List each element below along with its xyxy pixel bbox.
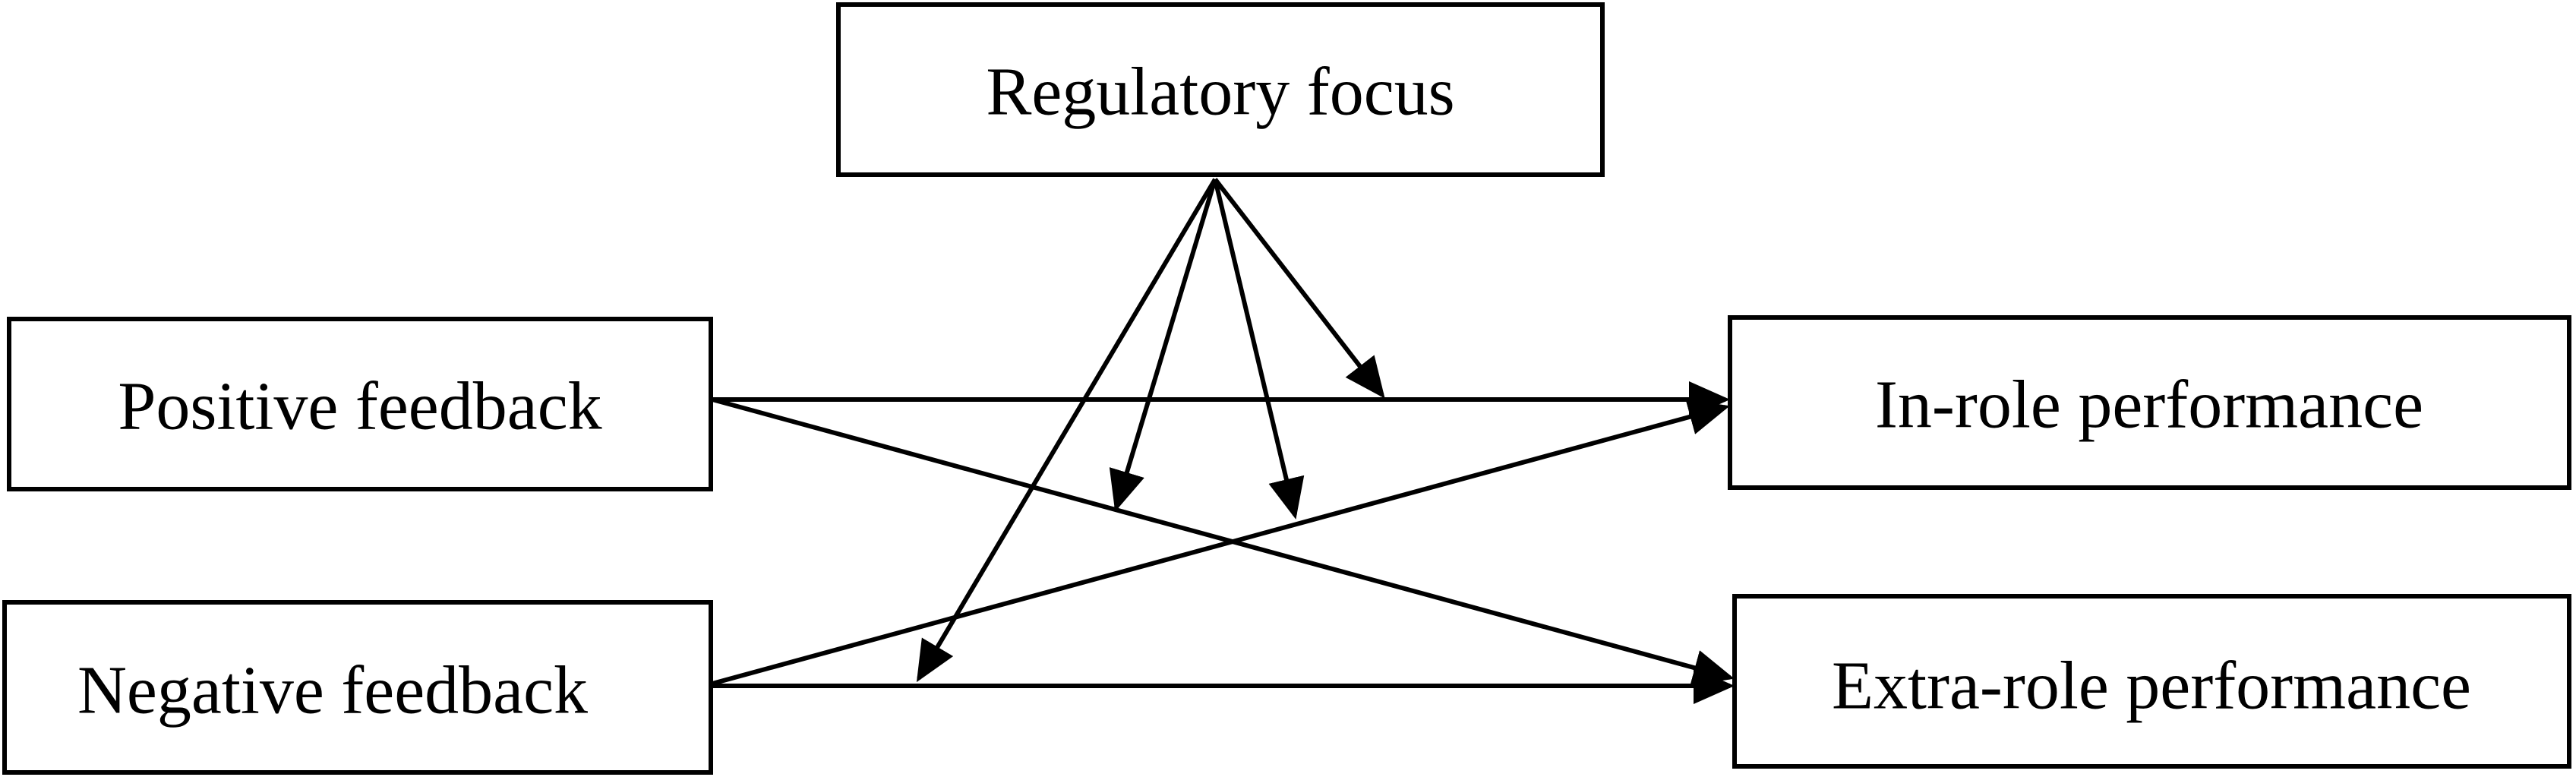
in-role-performance-label: In-role performance [1875, 368, 2423, 443]
in-role-performance-node: In-role performance [1728, 315, 2571, 490]
positive-feedback-label: Positive feedback [118, 369, 601, 444]
arrow-negative-to-in-role [712, 399, 1730, 686]
negative-feedback-node: Negative feedback [2, 600, 713, 775]
negative-feedback-label: Negative feedback [77, 653, 588, 728]
arrow-positive-to-extra-role [712, 397, 1735, 686]
moderation-arrow-4 [916, 178, 1217, 683]
moderation-arrow-1 [1213, 178, 1385, 399]
regulatory-focus-label: Regulatory focus [986, 55, 1454, 130]
moderation-arrow-2 [1213, 178, 1305, 520]
extra-role-performance-label: Extra-role performance [1832, 649, 2471, 724]
regulatory-focus-node: Regulatory focus [836, 2, 1605, 177]
extra-role-performance-node: Extra-role performance [1732, 594, 2571, 769]
moderation-arrow-3 [1109, 178, 1217, 512]
positive-feedback-node: Positive feedback [7, 317, 713, 491]
